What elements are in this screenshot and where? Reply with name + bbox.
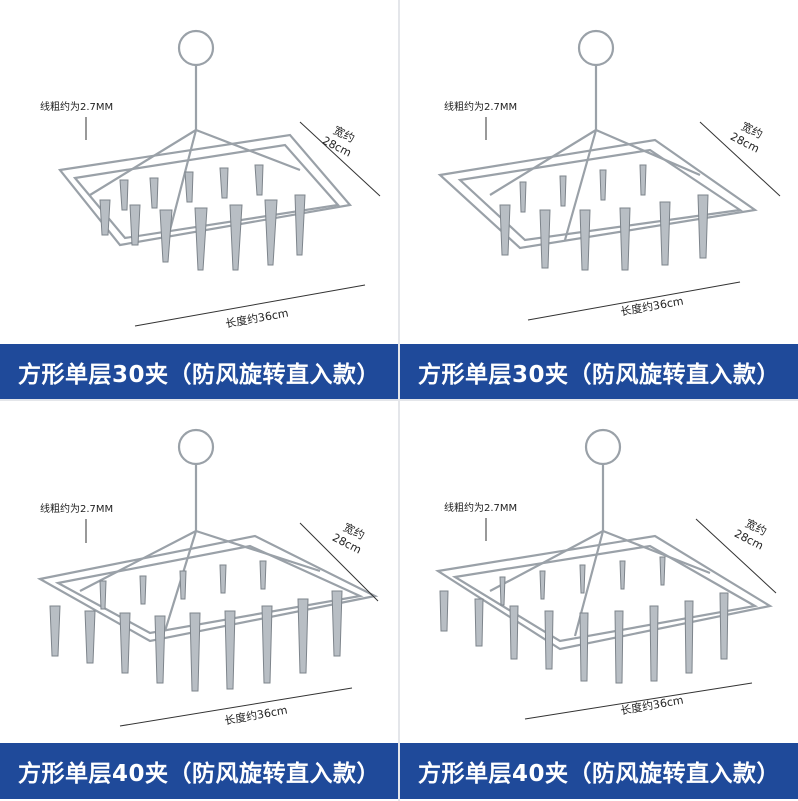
- wire-thickness-note: 线粗约为2.7MM: [444, 503, 518, 514]
- hanger-illustration-3: [36, 428, 379, 727]
- hanger-illustration-4: [434, 428, 777, 720]
- wire-thickness-note: 线粗约为2.7MM: [444, 102, 518, 113]
- panel-title: 方形单层30夹（防风旋转直入款）: [400, 344, 798, 400]
- panel-2: 线粗约为2.7MM 宽约 28cm 长度约36cm 方形单层30夹（防风旋转直入…: [400, 0, 798, 400]
- panel-3: 线粗约为2.7MM 宽约 28cm 长度约36cm 方形单层40夹（防风旋转直入…: [0, 401, 398, 800]
- panel-1: 线粗约为2.7MM 宽约 28cm 长度约36cm 方形单层30夹（防风旋转直入…: [0, 0, 398, 400]
- wire-thickness-note: 线粗约为2.7MM: [40, 504, 114, 515]
- panel-title: 方形单层40夹（防风旋转直入款）: [400, 743, 798, 799]
- panel-4: 线粗约为2.7MM 宽约 28cm 长度约36cm 方形单层40夹（防风旋转直入…: [400, 401, 798, 800]
- hanger-illustration-1: [57, 29, 381, 327]
- panel-title: 方形单层40夹（防风旋转直入款）: [0, 743, 398, 799]
- wire-thickness-note: 线粗约为2.7MM: [40, 102, 114, 113]
- hanger-illustration-2: [437, 29, 781, 321]
- horizontal-divider: [0, 399, 798, 401]
- panel-title: 方形单层30夹（防风旋转直入款）: [0, 344, 398, 400]
